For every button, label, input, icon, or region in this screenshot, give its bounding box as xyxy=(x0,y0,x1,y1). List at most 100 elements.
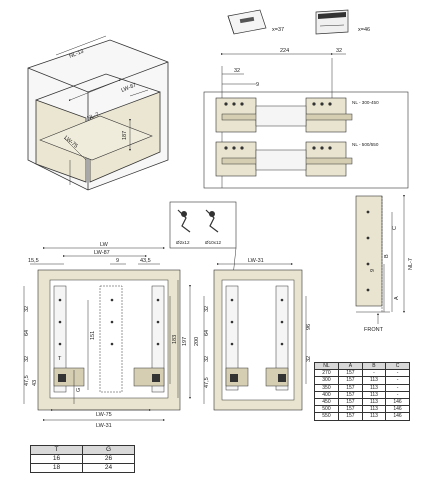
table-cell: 113 xyxy=(361,383,387,392)
table-row: 500 157 113 146 xyxy=(314,405,410,414)
tg-dimension-table: T G 16 26 18 24 xyxy=(30,445,135,473)
table-cell: 113 xyxy=(361,398,387,407)
front-47-5: 47,5 xyxy=(24,375,30,386)
front-lw75: LW-75 xyxy=(96,412,112,418)
tg-header-g: G xyxy=(82,445,135,455)
tg-table-header: T G xyxy=(30,445,135,455)
rear-a: A xyxy=(394,296,400,300)
table-cell: 113 xyxy=(361,390,387,400)
table-row: 450 157 113 146 xyxy=(314,398,410,407)
front-t: T xyxy=(58,356,62,362)
front-43: 43 xyxy=(32,380,38,386)
front-lw31: LW-31 xyxy=(96,423,112,429)
rear-32-a: 32 xyxy=(204,306,210,312)
screw-a-label: Ø2x12 xyxy=(176,240,190,245)
front-label: FRONT xyxy=(364,327,384,333)
rear-dim-9: 9 xyxy=(370,269,376,272)
box-top-depth: NL-13 xyxy=(69,49,85,60)
table-cell: - xyxy=(385,383,410,392)
table-cell: - xyxy=(361,369,387,378)
nl-dimension-table: NL A B C 270 157 - - 300 157 113 - 350 1… xyxy=(314,361,410,421)
side-dim-32-left: 32 xyxy=(234,68,240,74)
table-cell: 450 xyxy=(314,398,339,407)
front-15-5: 15,5 xyxy=(28,258,39,264)
table-cell: 270 xyxy=(314,369,339,378)
rear-bracket-qty: x=46 xyxy=(358,27,370,33)
table-cell: 157 xyxy=(337,369,363,378)
table-cell: 146 xyxy=(385,398,410,407)
rear-bracket-part: x=46 xyxy=(315,9,370,35)
box-inner-width: LW-87 xyxy=(121,82,138,93)
rear-section xyxy=(355,195,405,324)
rear-nl7: NL-7 xyxy=(408,258,414,270)
table-cell: - xyxy=(385,369,410,378)
front-183: 183 xyxy=(172,335,178,344)
rear-lw31: LW-31 xyxy=(248,258,264,264)
side-dim-9: 9 xyxy=(256,82,259,88)
table-cell: - xyxy=(385,390,410,400)
front-view xyxy=(23,247,191,421)
rear-96: 96 xyxy=(306,324,312,330)
drill-detail xyxy=(169,201,237,287)
table-row: 270 157 - - xyxy=(314,369,410,378)
nl-header-c: C xyxy=(385,361,410,371)
front-connector-part: x=37 xyxy=(227,9,284,35)
nl-table-header: NL A B C xyxy=(314,361,410,371)
table-cell: 157 xyxy=(337,383,363,392)
nl-header-b: B xyxy=(361,361,387,371)
table-row: 18 24 xyxy=(30,463,135,473)
table-cell: 146 xyxy=(385,405,410,414)
range-long-label: NL - 500/550 xyxy=(352,142,379,147)
table-row: 550 157 113 146 xyxy=(314,412,410,421)
front-32-b: 32 xyxy=(24,356,30,362)
table-cell: 550 xyxy=(314,412,339,421)
table-cell: 350 xyxy=(314,383,339,392)
table-row: 350 157 113 - xyxy=(314,383,410,392)
table-cell: 500 xyxy=(314,405,339,414)
table-cell: 113 xyxy=(361,405,387,414)
table-cell: 113 xyxy=(361,412,387,421)
table-cell: 24 xyxy=(82,463,135,473)
rear-b: B xyxy=(384,254,390,258)
table-row: 16 26 xyxy=(30,454,135,464)
box-height: 187 xyxy=(122,131,128,140)
tg-header-t: T xyxy=(30,445,83,455)
rear-view xyxy=(203,263,307,411)
screw-b-label: Ø10x12 xyxy=(205,240,222,245)
table-cell: 157 xyxy=(337,412,363,421)
front-43-5: 43,5 xyxy=(140,258,151,264)
table-cell: 26 xyxy=(82,454,135,464)
rear-32-b: 32 xyxy=(204,356,210,362)
table-cell: 113 xyxy=(361,376,387,385)
side-dim-224: 224 xyxy=(280,48,289,54)
table-cell: 400 xyxy=(314,390,339,400)
rear-32-c: 32 xyxy=(306,356,312,362)
table-cell: - xyxy=(385,376,410,385)
table-cell: 157 xyxy=(337,398,363,407)
table-cell: 18 xyxy=(30,463,83,473)
table-row: 300 157 113 - xyxy=(314,376,410,385)
drawer-box-isometric xyxy=(27,35,169,191)
rear-47-5: 47,5 xyxy=(204,377,210,388)
rear-c: C xyxy=(392,226,398,230)
front-32-a: 32 xyxy=(24,306,30,312)
table-cell: 300 xyxy=(314,376,339,385)
front-151: 151 xyxy=(90,331,96,340)
side-dim-32-top: 32 xyxy=(336,48,342,54)
table-cell: 157 xyxy=(337,376,363,385)
front-200: 200 xyxy=(194,337,200,346)
front-connector-qty: x=37 xyxy=(272,27,284,33)
front-9: 9 xyxy=(116,258,119,264)
box-inner-depth: NL-7 xyxy=(87,112,100,122)
nl-header-nl: NL xyxy=(314,361,339,371)
front-197: 197 xyxy=(182,337,188,346)
table-cell: 16 xyxy=(30,454,83,464)
table-row: 400 157 113 - xyxy=(314,390,410,400)
front-lw: LW xyxy=(100,242,109,248)
table-cell: 157 xyxy=(337,405,363,414)
side-profile xyxy=(203,53,409,189)
table-cell: 157 xyxy=(337,390,363,400)
front-lw87: LW-87 xyxy=(94,250,110,256)
rear-64: 64 xyxy=(204,330,210,336)
